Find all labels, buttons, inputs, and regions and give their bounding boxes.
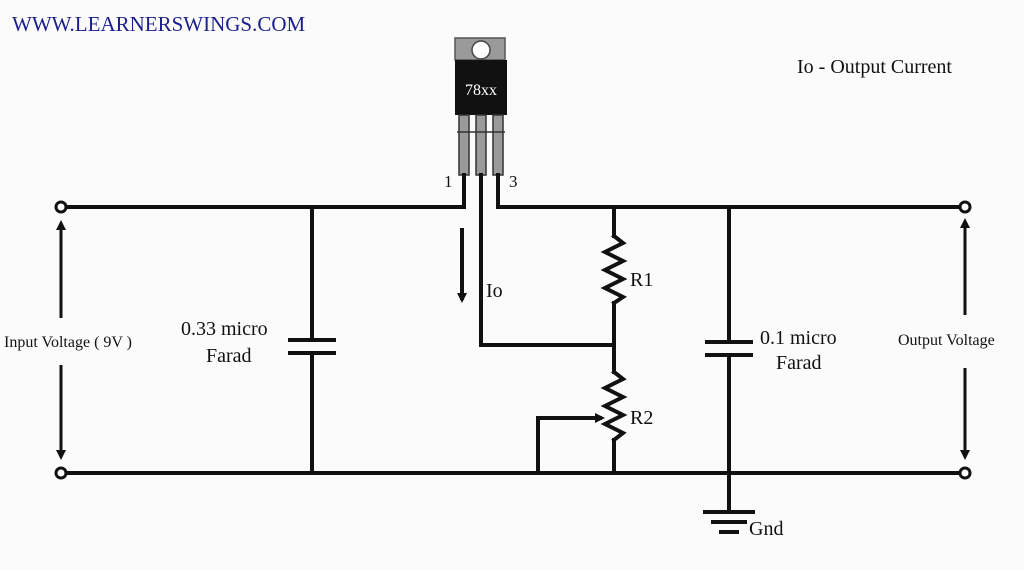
input-terminal-top (54, 200, 68, 214)
output-voltage-label: Output Voltage (898, 332, 995, 349)
output-current-label: Io (486, 280, 503, 302)
input-capacitor-unit: Farad (206, 345, 252, 367)
input-voltage-label: Input Voltage ( 9V ) (4, 334, 132, 351)
resistor-r2-label: R2 (630, 407, 653, 429)
output-capacitor-value: 0.1 micro (760, 327, 837, 349)
regulator-mounting-hole (471, 40, 491, 60)
pin-2-lead (479, 173, 616, 347)
output-capacitor-unit: Farad (776, 352, 822, 374)
input-capacitor (288, 205, 336, 475)
legend-output-current: Io - Output Current (797, 56, 952, 78)
watermark-text: WWW.LEARNERSWINGS.COM (12, 12, 306, 36)
regulator-label: 78xx (465, 82, 497, 99)
pin-3-label: 3 (509, 172, 518, 191)
terminals (54, 200, 972, 480)
regulator-body (455, 60, 507, 115)
regulator-78xx: 78xx (454, 37, 507, 176)
ground-label: Gnd (749, 518, 783, 540)
resistor-r1 (600, 205, 628, 374)
r2-wiper (536, 413, 605, 475)
ground-icon (703, 510, 755, 534)
input-terminal-bottom (54, 466, 68, 480)
resistor-r1-label: R1 (630, 269, 653, 291)
output-capacitor (705, 205, 753, 512)
resistor-r2 (600, 369, 628, 475)
regulator-pins (457, 114, 505, 176)
input-capacitor-value: 0.33 micro (181, 318, 268, 340)
pin-1-label: 1 (444, 172, 453, 191)
output-terminal-top (958, 200, 972, 214)
output-terminal-bottom (958, 466, 972, 480)
